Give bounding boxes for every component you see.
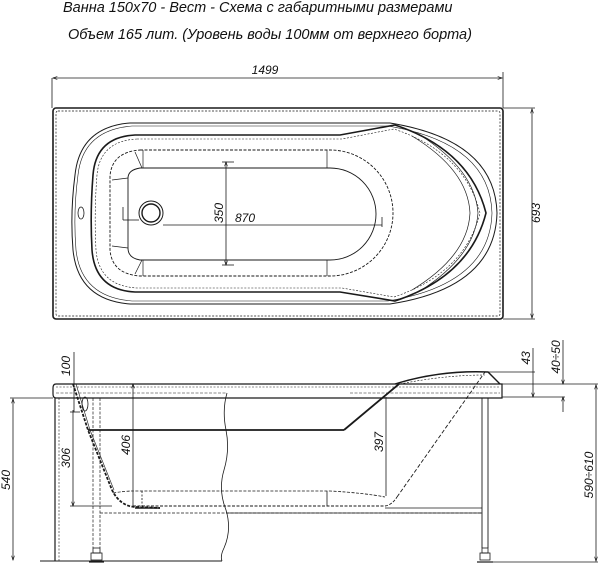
- dimension-width: 693: [529, 203, 543, 223]
- top-view: [51, 72, 535, 320]
- dimension-inner-width: 350: [212, 203, 226, 223]
- dimension-inner-length: 870: [235, 211, 255, 225]
- dimension-height-540: 540: [0, 470, 13, 490]
- drawing-title: Ванна 150x70 - Вест - Схема с габаритным…: [63, 0, 453, 16]
- dimension-total-height: 590÷610: [582, 451, 596, 498]
- dimension-depth-306: 306: [59, 448, 73, 468]
- dimension-rim-range: 40÷50: [549, 340, 563, 374]
- drawing-subtitle: Объем 165 лит. (Уровень воды 100мм от ве…: [68, 27, 472, 43]
- dimension-depth-397: 397: [372, 431, 386, 452]
- side-view: [10, 340, 598, 563]
- dimension-water-level: 100: [59, 356, 73, 376]
- dimension-rim-43: 43: [519, 351, 533, 365]
- dimension-length: 1499: [252, 63, 279, 77]
- dimension-depth-406: 406: [119, 435, 133, 455]
